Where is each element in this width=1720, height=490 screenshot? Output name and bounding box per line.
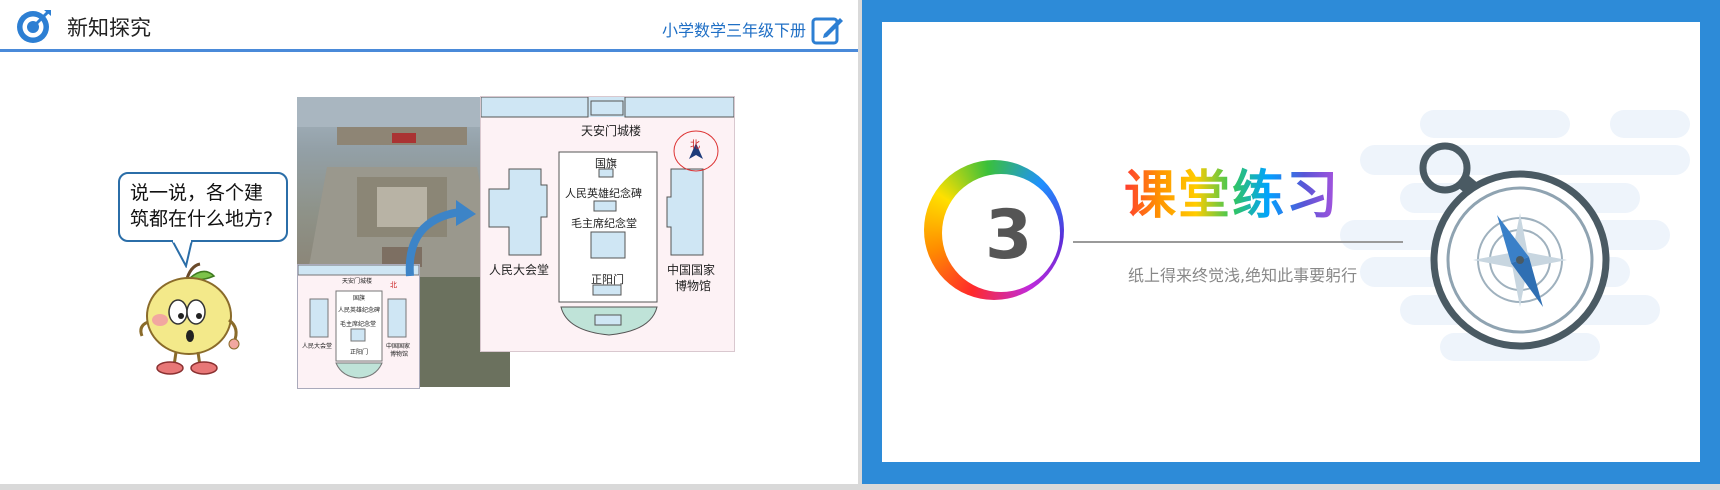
title-divider — [1073, 241, 1403, 243]
map-label-museum-1: 中国国家 — [667, 263, 716, 277]
map-label-tiananmen: 天安门城楼 — [581, 124, 642, 138]
map-label-monument: 人民英雄纪念碑 — [565, 187, 642, 200]
header-divider — [0, 49, 858, 52]
speech-line-1: 说一说，各个建 — [130, 182, 264, 204]
map-label-museum-2: 博物馆 — [675, 279, 712, 293]
left-slide: 新知探究 小学数学三年级下册 说一说，各个建 筑都在什么地方? — [0, 0, 858, 484]
speech-line-2: 筑都在什么地方? — [130, 208, 274, 230]
small-map-label-memorial-hall: 毛主席纪念堂 — [340, 321, 377, 328]
page-title: 新知探究 — [67, 16, 151, 40]
small-map-label-flag: 国旗 — [353, 295, 366, 302]
map-label-flag: 国旗 — [595, 157, 617, 170]
schematic-map: 天安门城楼 国旗 人民英雄纪念碑 毛主席纪念堂 正阳门 人民大会堂 中国国家 博… — [480, 96, 735, 352]
small-map-label-zhengyangmen: 正阳门 — [350, 349, 369, 356]
rainbow-ring — [924, 160, 1064, 300]
schematic-map-shapes — [481, 97, 734, 336]
section-title: 课堂练习 — [1124, 153, 1340, 228]
speech-tail — [170, 240, 194, 268]
small-schematic-map: 天安门城楼 国旗 人民英雄纪念碑 毛主席纪念堂 正阳门 人民大会堂 中国国家 博… — [297, 264, 420, 389]
map-label-memorial-hall: 毛主席纪念堂 — [571, 217, 637, 230]
speech-bubble: 说一说，各个建 筑都在什么地方? — [118, 172, 288, 242]
apple-mascot — [139, 262, 240, 375]
course-subtitle: 小学数学三年级下册 — [662, 21, 807, 40]
edit-icon[interactable] — [810, 13, 844, 47]
motto-text: 纸上得来终觉浅,绝知此事要躬行 — [1128, 266, 1358, 285]
small-map-label-monument: 人民英雄纪念碑 — [338, 307, 381, 314]
compass-icon — [1419, 142, 1610, 350]
small-north-label: 北 — [390, 281, 397, 289]
north-label: 北 — [690, 140, 700, 151]
small-map-label-museum-2: 博物馆 — [390, 351, 409, 358]
target-icon — [17, 10, 51, 43]
small-map-shapes — [298, 265, 419, 379]
small-map-label-tiananmen: 天安门城楼 — [342, 278, 373, 285]
section-number: 3 — [985, 196, 1033, 275]
map-label-zhengyangmen: 正阳门 — [591, 273, 624, 286]
curved-arrow-icon — [405, 200, 476, 277]
small-map-label-great-hall: 人民大会堂 — [302, 343, 333, 350]
small-map-label-museum-1: 中国国家 — [386, 343, 411, 350]
map-label-great-hall: 人民大会堂 — [489, 263, 550, 277]
